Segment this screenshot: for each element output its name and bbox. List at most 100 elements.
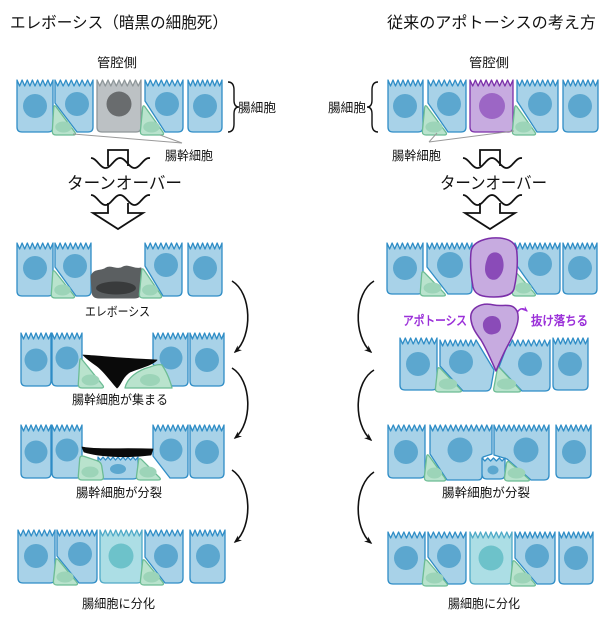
turnover-wave-upper [462,157,523,169]
new-enterocyte [99,529,143,584]
enterocyte [144,529,184,584]
enterocyte [562,242,598,295]
turnover-arrow-head [89,203,147,231]
turnover-wave-lower [90,194,151,206]
stem-cell-nucleus [143,121,160,133]
enterocyte-nucleus [394,440,418,464]
stem-cell-label: 腸幹細胞 [392,148,441,163]
intestinal-stem-cell [419,271,446,297]
enterocyte-nucleus [437,92,461,116]
turnover-arrow-tail [479,149,501,166]
intestinal-stem-cell [77,455,105,481]
stage-transition-arrow [231,469,249,544]
enterocyte-nucleus [55,438,79,462]
stem-cell-nucleus [81,374,100,386]
enterocyte-nucleus [23,256,47,280]
enterocyte [427,531,467,585]
turnover-arrow-tail [107,149,129,166]
left-panel-title: エレボーシス（暗黒の細胞死） [10,13,228,32]
enterocyte-nucleus [154,544,178,568]
intestinal-stem-cell [124,363,173,389]
epithelium-row-stem-cells-gather [20,332,225,389]
stem-cell-nucleus [425,572,444,584]
enterocyte [514,242,561,295]
dead-cell-debris [81,446,154,458]
stem-cell-pointer-line [428,132,438,143]
stem-cell-nucleus [513,572,532,584]
intestinal-stem-cell [138,268,163,299]
stage-transition-arrow [357,280,375,354]
enterocyte [189,424,225,479]
turnover-arrow [89,149,151,231]
lumen-side-label: 管腔側 [469,55,509,70]
enterocyte [189,529,226,584]
stem-cell-nucleus [140,374,160,386]
enterocyte-nucleus [393,94,417,118]
enterocyte [429,424,493,481]
apoptotic-cell-nucleus [479,93,505,119]
enterocyte-nucleus [23,94,47,118]
enterocyte [51,424,83,479]
enterocyte [387,531,426,585]
stage-label-differentiation: 腸細胞に分化 [82,596,155,611]
apoptosis-label: アポトーシス [403,313,467,328]
intestinal-stem-cell [493,367,522,393]
stem-cell-nucleus [143,571,160,583]
enterocyte-nucleus [63,254,87,278]
enterocyte [387,424,426,479]
stem-cell-label: 腸幹細胞 [165,148,213,163]
turnover-label: ターンオーバー [440,174,547,194]
intestinal-stem-cell [77,358,105,389]
intestinal-stem-cell [423,454,447,482]
enterocyte-nucleus [513,437,539,463]
enterocyte [514,531,556,585]
enterocyte-nucleus [55,346,79,370]
enterocyte [426,242,473,295]
stage-transition-arrow [357,471,375,545]
intestinal-stem-cell [511,105,537,136]
lumen-side-label: 管腔側 [97,55,137,70]
intestinal-stem-cell [509,560,537,587]
stem-cell-pointer-line [428,130,515,143]
enterocyte [16,79,54,133]
enterocyte-nucleus [159,438,183,462]
right-panel-apoptosis: 従来のアポトーシスの考え方 管腔側 腸細胞 腸幹細胞 ターンオーバー アポトーシ… [328,13,599,611]
enterocyte [51,332,83,387]
enterocyte-nucleus [447,437,473,463]
turnover-arrow [461,149,523,231]
right-annotations [366,81,528,316]
epithelium-row-differentiation [17,529,226,586]
enterocyte [144,79,184,133]
enterocyte [493,424,550,481]
left-panel-erebosis: エレボーシス（暗黒の細胞死） 管腔側 腸細胞 腸幹細胞 ターンオーバー エレボー… [10,13,276,611]
dead-cell-debris [82,354,158,389]
epithelium-row-differentiation [387,531,594,587]
dead-cell-core [96,281,136,295]
enterocyte [439,339,495,392]
enterocyte [187,79,223,133]
stage-label-stem-cells-gather: 腸幹細胞が集まる [72,392,168,407]
erebosis-cell [96,79,142,133]
enterocyte [498,339,551,392]
enterocyte-label: 腸細胞 [238,100,276,115]
enterocyte-nucleus [562,440,586,464]
enterocyte-nucleus [525,544,549,568]
enterocyte-nucleus [24,348,48,372]
enterocyte-nucleus [518,352,542,376]
stem-cell-nucleus [56,571,74,583]
extrusion-label: 抜け落ちる [531,313,588,328]
enterocyte [54,79,94,133]
intestinal-stem-cell [434,367,462,393]
epithelium-row-initial [387,79,599,136]
enterocyte [387,79,424,133]
apoptotic-cell [469,79,514,133]
enterocyte-nucleus [68,542,92,566]
stem-cell-pointer-line [72,133,183,144]
left-stage-arrows [231,280,249,544]
stage-label-stem-cell-division: 腸幹細胞が分裂 [76,485,162,500]
dividing-stem-cell [97,456,139,480]
enterocyte-nucleus [193,94,217,118]
enterocyte [152,424,189,479]
enterocyte [144,242,183,297]
